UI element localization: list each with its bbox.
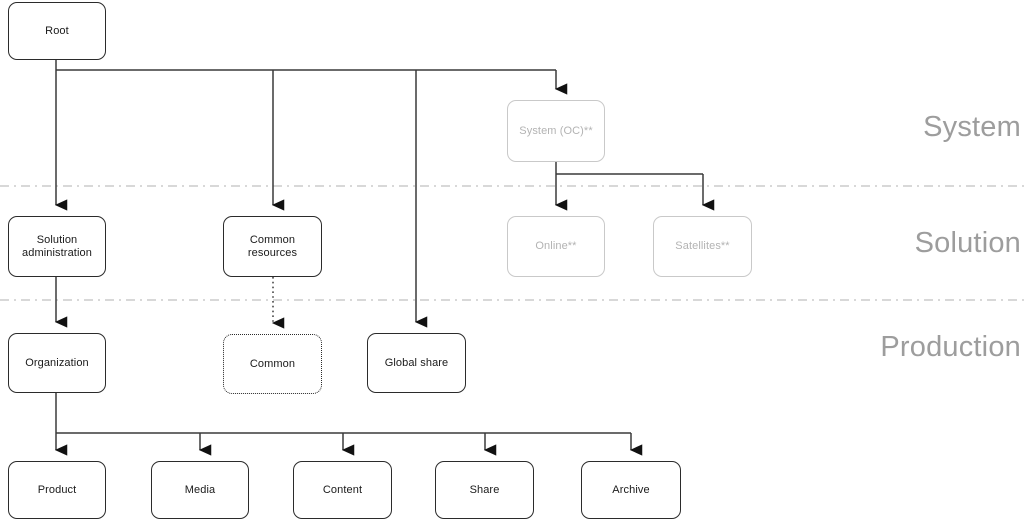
band-dividers: [0, 185, 1024, 301]
node-online-label: Online**: [535, 240, 577, 252]
node-product[interactable]: Product: [8, 461, 106, 519]
node-common-resources[interactable]: Common resources: [223, 216, 322, 277]
node-product-label: Product: [37, 483, 77, 496]
node-satellites[interactable]: Satellites**: [653, 216, 752, 277]
node-common[interactable]: Common: [223, 334, 322, 394]
node-content[interactable]: Content: [293, 461, 392, 519]
node-content-label: Content: [322, 483, 363, 496]
node-system-oc-label: System (OC)**: [519, 124, 593, 137]
node-satellites-label: Satellites**: [675, 240, 730, 252]
node-root-label: Root: [45, 24, 69, 37]
edges-from-root: [54, 60, 568, 328]
node-global-share[interactable]: Global share: [367, 333, 466, 393]
node-solution-administration[interactable]: Solution administration: [8, 216, 106, 277]
node-archive[interactable]: Archive: [581, 461, 681, 519]
node-root[interactable]: Root: [8, 2, 106, 60]
band-label-system: System: [923, 111, 1021, 143]
band-label-production: Production: [880, 331, 1021, 363]
edges-from-organization: [54, 393, 643, 456]
node-global-share-label: Global share: [384, 356, 449, 369]
node-online[interactable]: Online**: [507, 216, 605, 277]
edges-from-system-oc: [554, 162, 715, 211]
node-share[interactable]: Share: [435, 461, 534, 519]
node-organization[interactable]: Organization: [8, 333, 106, 393]
node-share-label: Share: [469, 483, 500, 496]
node-common-resources-label: Common resources: [247, 233, 298, 259]
band-label-solution: Solution: [914, 227, 1021, 259]
node-organization-label: Organization: [25, 356, 89, 369]
node-system-oc[interactable]: System (OC)**: [507, 100, 605, 162]
node-common-label: Common: [249, 357, 296, 370]
node-solution-administration-label: Solution administration: [22, 233, 92, 259]
node-media[interactable]: Media: [151, 461, 249, 519]
node-archive-label: Archive: [612, 483, 650, 496]
node-media-label: Media: [184, 483, 216, 496]
